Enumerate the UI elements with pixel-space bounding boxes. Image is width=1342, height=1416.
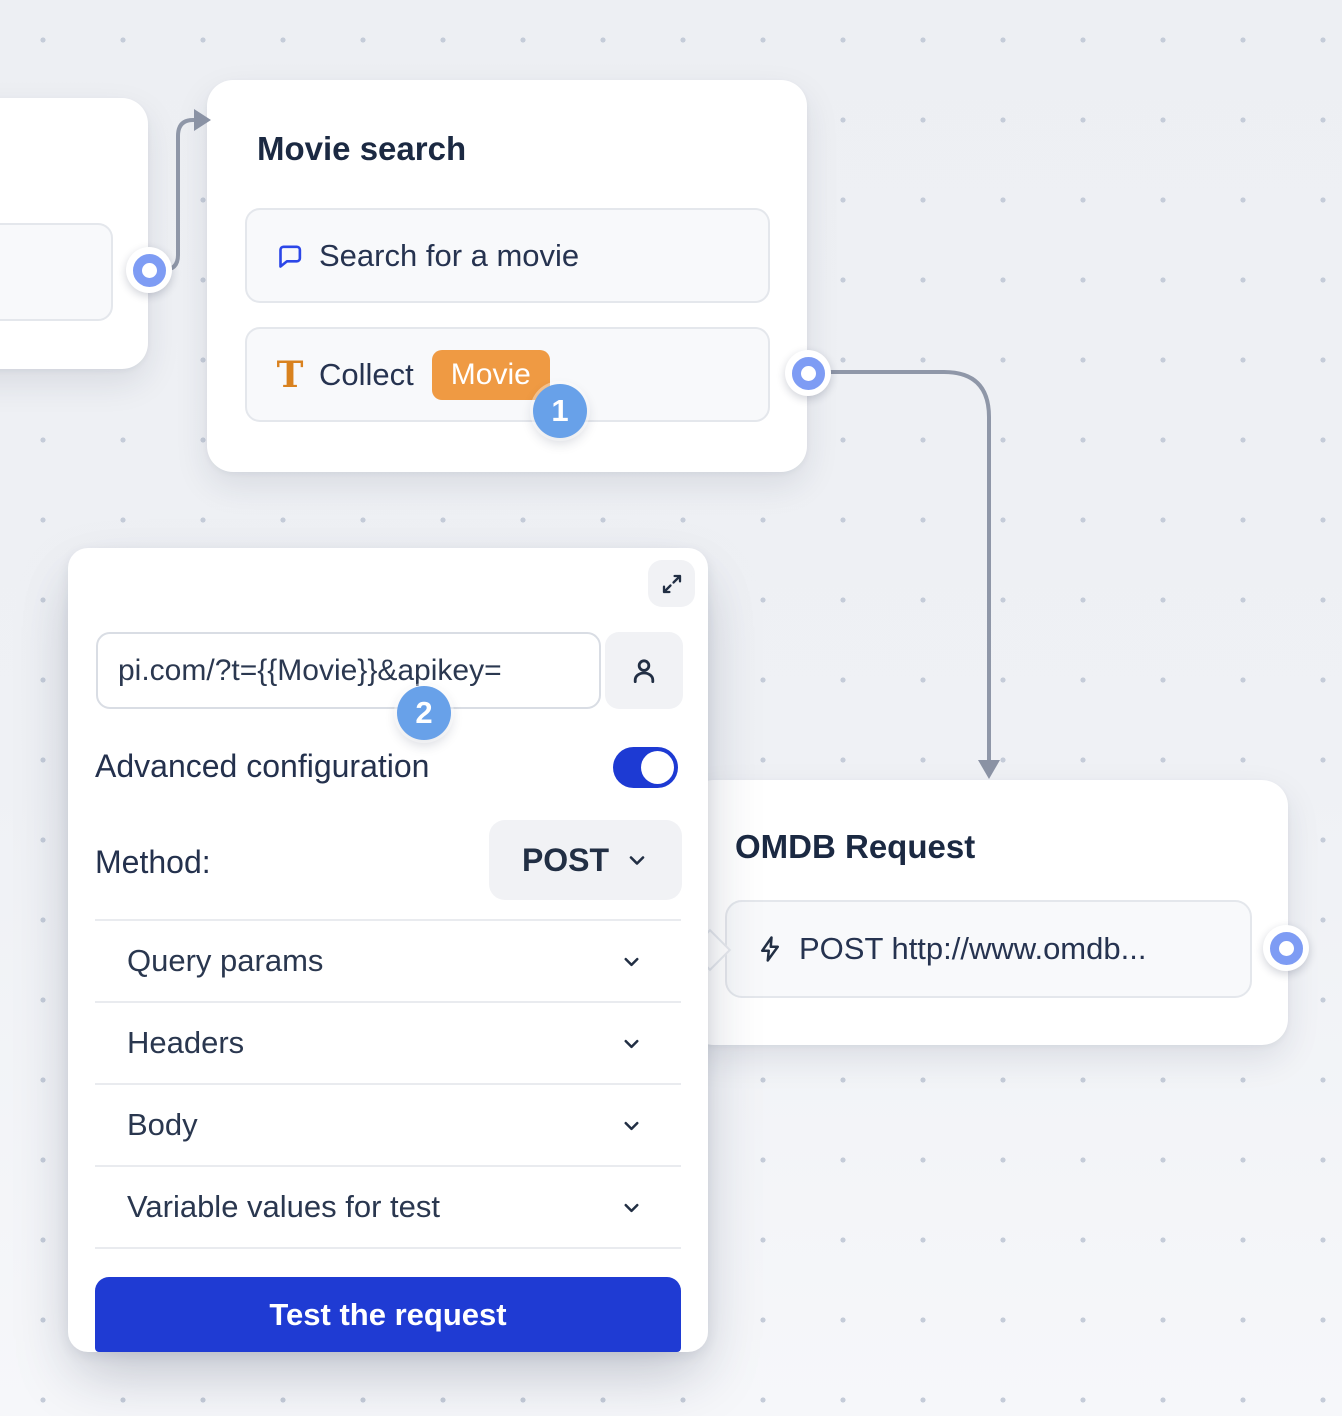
chevron-down-icon <box>620 1114 681 1137</box>
user-variables-button[interactable] <box>605 632 683 709</box>
section-label: Query params <box>127 943 324 978</box>
divider <box>95 1247 681 1249</box>
method-label: Method: <box>95 844 211 880</box>
advanced-configuration-toggle[interactable] <box>613 747 678 788</box>
output-port-left-node[interactable] <box>126 247 172 293</box>
method-select[interactable]: POST <box>489 820 682 900</box>
expand-button[interactable] <box>648 560 695 607</box>
node-title: Movie search <box>257 130 467 167</box>
chevron-down-icon <box>629 856 645 865</box>
chat-bubble-icon <box>279 244 302 268</box>
section-headers[interactable]: Headers <box>95 1003 681 1083</box>
node-card-partial[interactable] <box>0 98 148 369</box>
section-label: Body <box>127 1107 198 1142</box>
person-icon <box>633 658 655 683</box>
node-item-label: Search for a movie <box>319 237 580 273</box>
node-item-search-for-movie[interactable]: Search for a movie <box>245 208 770 303</box>
variable-chip-movie: Movie <box>431 349 550 400</box>
request-editor-panel: 2 Advanced configuration Method: POST Qu… <box>68 548 708 1352</box>
test-request-button[interactable]: Test the request <box>95 1277 681 1352</box>
node-item-collect-movie[interactable]: T Collect Movie <box>245 327 770 422</box>
section-variable-values[interactable]: Variable values for test <box>95 1167 681 1247</box>
step-badge-2: 2 <box>397 686 451 740</box>
advanced-configuration-label: Advanced configuration <box>95 748 430 784</box>
node-item-partial[interactable] <box>0 223 113 321</box>
toggle-knob <box>641 751 674 784</box>
method-value: POST <box>521 841 610 878</box>
divider <box>95 1083 681 1085</box>
divider <box>95 1001 681 1003</box>
section-query-params[interactable]: Query params <box>95 921 681 1001</box>
section-label: Variable values for test <box>127 1189 441 1224</box>
text-format-icon: T <box>276 353 304 396</box>
node-item-label: Collect <box>319 356 414 392</box>
lightning-icon <box>761 936 779 962</box>
divider <box>95 919 681 921</box>
expand-diagonal-icon <box>662 574 681 593</box>
step-badge-1: 1 <box>533 384 587 438</box>
section-body[interactable]: Body <box>95 1085 681 1165</box>
chevron-down-icon <box>620 1032 681 1055</box>
divider <box>95 1165 681 1167</box>
output-port-movie-search[interactable] <box>785 350 831 396</box>
node-card-omdb-request[interactable]: OMDB Request POST http://www.omdb... <box>688 780 1288 1045</box>
section-label: Headers <box>127 1025 245 1060</box>
node-title: OMDB Request <box>735 828 976 865</box>
node-item-post-request[interactable]: POST http://www.omdb... <box>725 900 1252 998</box>
chevron-down-icon <box>620 1196 681 1219</box>
output-port-omdb-request[interactable] <box>1263 925 1309 971</box>
chevron-down-icon <box>620 950 681 973</box>
request-url-input[interactable] <box>96 632 601 709</box>
connector-movie-to-omdb <box>808 370 991 762</box>
node-item-label: POST http://www.omdb... <box>799 931 1147 966</box>
arrowhead-down-icon <box>978 760 1000 779</box>
node-card-movie-search[interactable]: Movie search Search for a movie T Collec… <box>207 80 807 472</box>
